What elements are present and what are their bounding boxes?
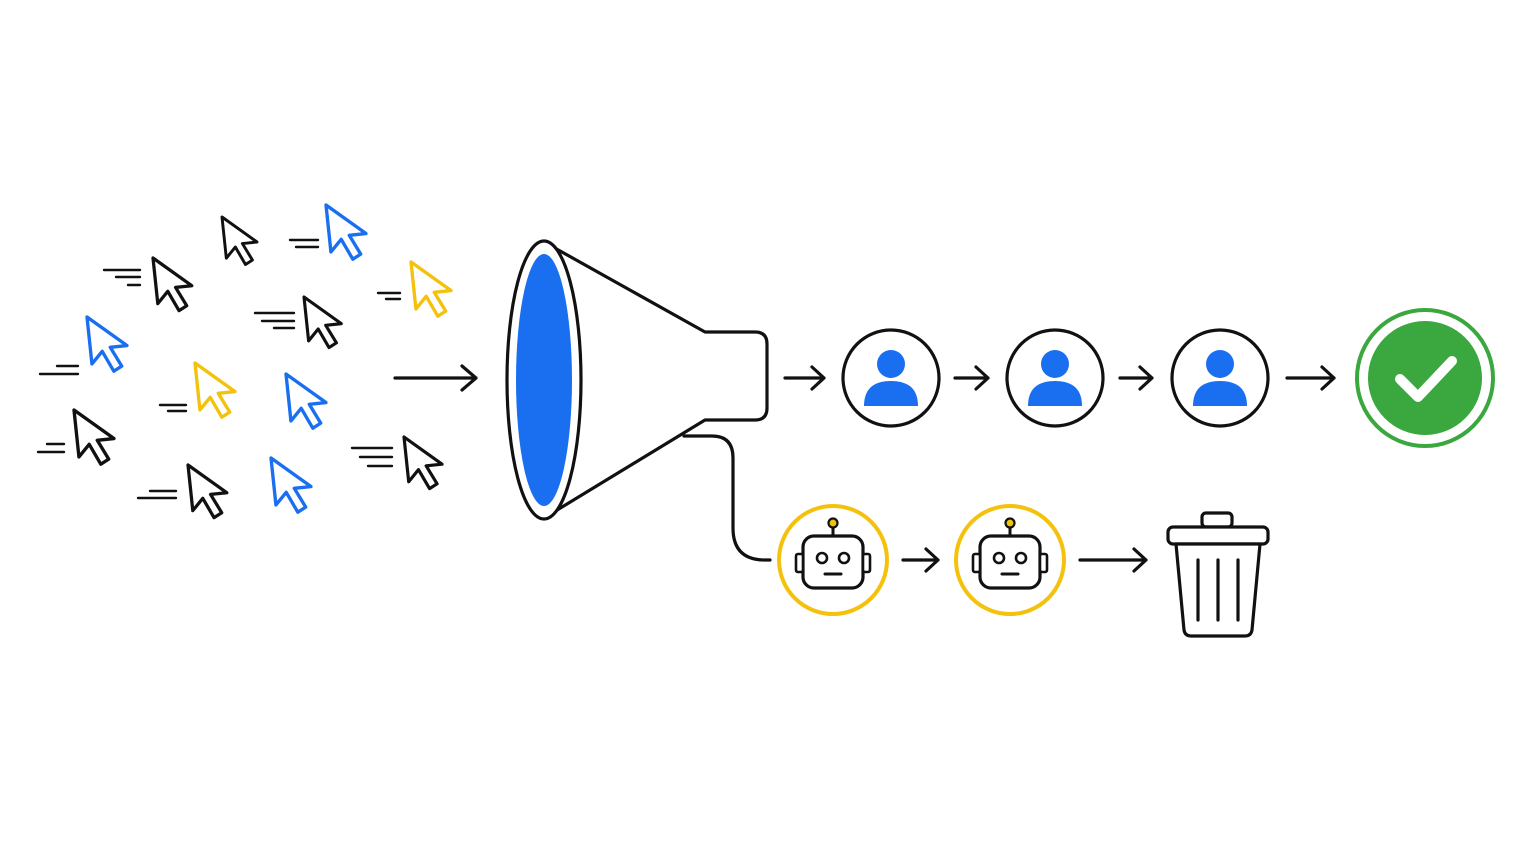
cursor-black [220, 215, 259, 266]
cursor-black [350, 435, 444, 491]
mouse-pointer-icon [324, 203, 368, 261]
mouse-pointer-icon [220, 215, 259, 266]
mouse-pointer-icon [409, 260, 453, 318]
mouse-pointer-icon [402, 435, 444, 491]
cursor-cloud [36, 203, 453, 520]
cursor-blue [284, 372, 328, 430]
mouse-pointer-icon [193, 361, 237, 419]
cursor-black [136, 463, 229, 520]
mouse-pointer-icon [151, 256, 194, 313]
funnel-icon [505, 239, 769, 521]
cursor-yellow [376, 260, 453, 318]
bot-branch-connector [682, 434, 772, 562]
human-path [783, 308, 1495, 448]
human-flow-arrow [1285, 365, 1336, 391]
mouse-pointer-icon [269, 456, 313, 514]
cursor-black [102, 256, 194, 313]
robot-icon [954, 504, 1066, 616]
check-circle-icon [1355, 308, 1495, 448]
user-icon [1005, 328, 1105, 428]
user-icon [1170, 328, 1270, 428]
mouse-pointer-icon [72, 408, 116, 466]
bot-path [777, 504, 1270, 638]
cursor-black [253, 295, 343, 350]
robot-icon [777, 504, 889, 616]
mouse-pointer-icon [85, 315, 129, 373]
arrow-into-filter [393, 364, 478, 392]
mouse-pointer-icon [186, 463, 229, 520]
cursor-blue [38, 315, 129, 376]
bot-flow-arrow [1078, 547, 1148, 573]
cursor-black [36, 408, 116, 466]
cursor-yellow [158, 361, 237, 419]
trash-can-icon [1166, 511, 1270, 638]
cursor-blue [269, 456, 313, 514]
funnel-opening [516, 254, 572, 506]
human-flow-arrow [1118, 365, 1154, 391]
mouse-pointer-icon [302, 295, 343, 350]
bot-flow-arrow [901, 547, 940, 573]
cursor-blue [288, 203, 368, 261]
human-flow-arrow [953, 365, 990, 391]
mouse-pointer-icon [284, 372, 328, 430]
user-icon [841, 328, 941, 428]
human-flow-arrow [783, 365, 826, 391]
